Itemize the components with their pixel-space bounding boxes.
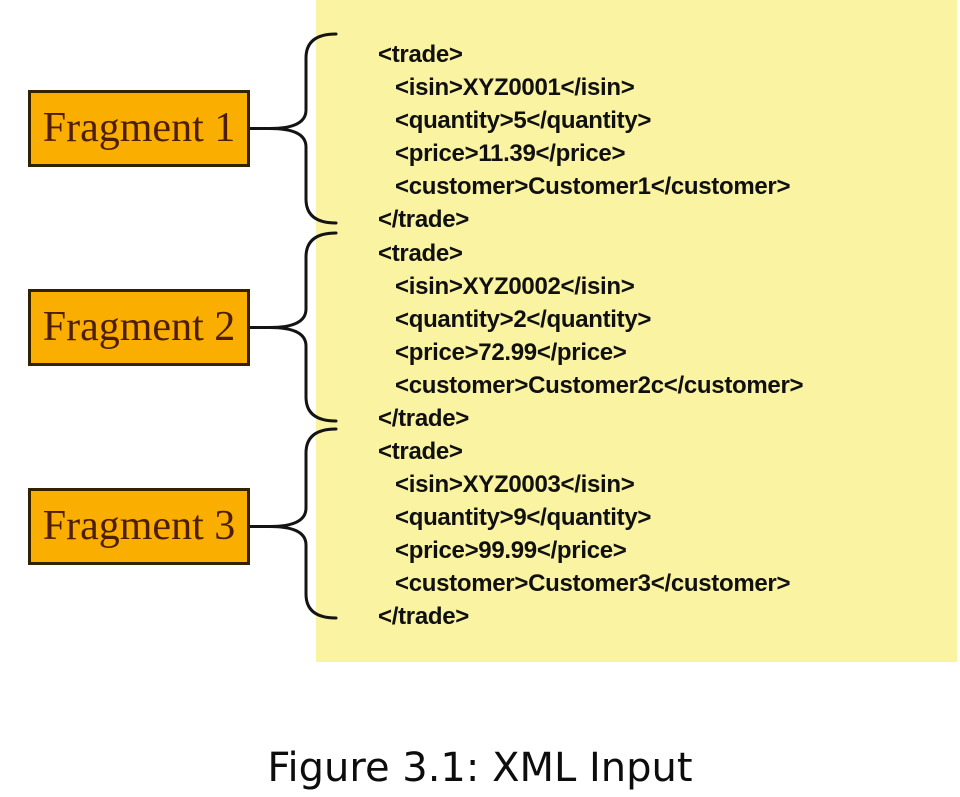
fragment-label: Fragment 2 xyxy=(42,303,236,350)
fragment-box-2: Fragment 2 xyxy=(28,289,250,366)
fragment-box-3: Fragment 3 xyxy=(28,488,250,565)
xml-line: <price>99.99</price> xyxy=(395,537,627,564)
xml-line: <quantity>2</quantity> xyxy=(395,306,652,333)
xml-fragment-1: <trade> <isin>XYZ0001</isin> <quantity>5… xyxy=(378,38,938,236)
fragment-label: Fragment 1 xyxy=(42,104,236,151)
braces-overlay xyxy=(248,32,338,620)
fragment-box-1: Fragment 1 xyxy=(28,90,250,167)
xml-line: <trade> xyxy=(378,438,463,465)
figure-caption: Figure 3.1: XML Input xyxy=(267,745,693,791)
xml-line: <isin>XYZ0003</isin> xyxy=(395,471,635,498)
curly-brace-3-icon xyxy=(248,427,338,620)
xml-line: <quantity>9</quantity> xyxy=(395,504,652,531)
curly-brace-1-icon xyxy=(248,32,338,225)
xml-line: <trade> xyxy=(378,41,463,68)
xml-panel xyxy=(316,0,957,662)
xml-line: <quantity>5</quantity> xyxy=(395,107,652,134)
xml-line: <price>11.39</price> xyxy=(395,140,626,167)
xml-line: </trade> xyxy=(378,603,469,630)
xml-line: <isin>XYZ0002</isin> xyxy=(395,273,635,300)
xml-fragment-2: <trade> <isin>XYZ0002</isin> <quantity>2… xyxy=(378,237,938,435)
xml-line: <customer>Customer2c</customer> xyxy=(395,372,804,399)
xml-line: </trade> xyxy=(378,206,469,233)
xml-line: <customer>Customer1</customer> xyxy=(395,173,791,200)
xml-line: </trade> xyxy=(378,405,469,432)
xml-line: <price>72.99</price> xyxy=(395,339,627,366)
xml-line: <isin>XYZ0001</isin> xyxy=(395,74,635,101)
xml-line: <trade> xyxy=(378,240,463,267)
xml-fragment-3: <trade> <isin>XYZ0003</isin> <quantity>9… xyxy=(378,435,938,633)
curly-brace-2-icon xyxy=(248,231,338,423)
xml-line: <customer>Customer3</customer> xyxy=(395,570,791,597)
fragment-label: Fragment 3 xyxy=(42,502,236,549)
